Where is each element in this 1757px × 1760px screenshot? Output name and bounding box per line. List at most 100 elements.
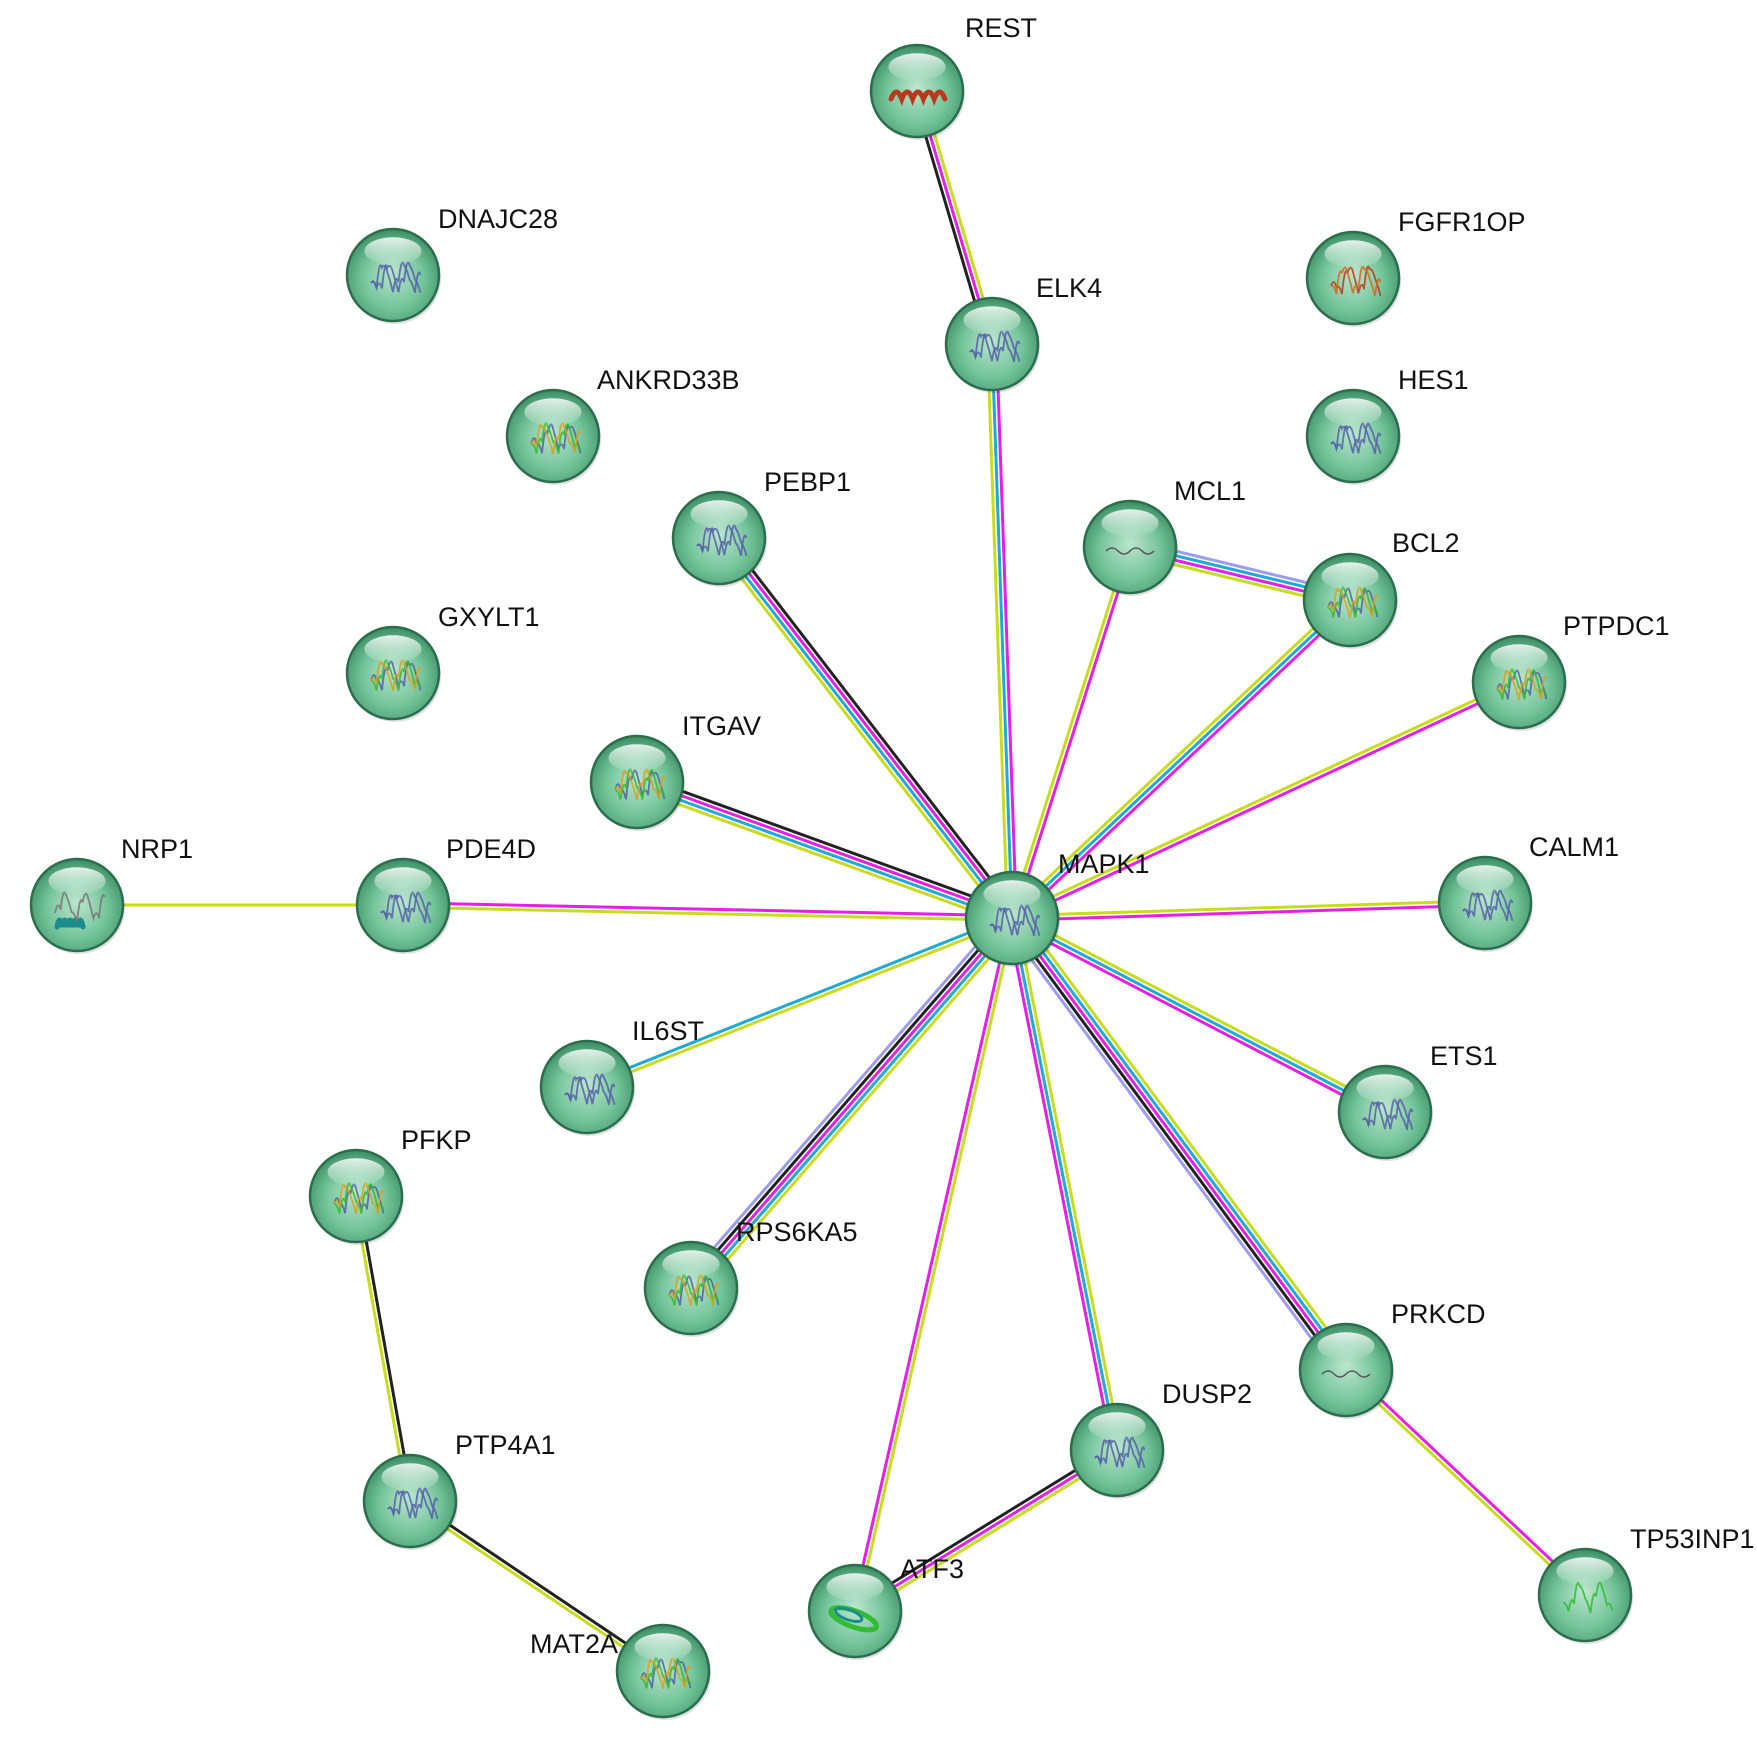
edge-evidence-magenta xyxy=(1013,601,1355,923)
node-label: GXYLT1 xyxy=(438,602,540,632)
node-tp53inp1[interactable]: TP53INP1 xyxy=(1537,1524,1755,1644)
edge-RPS6KA5-MAPK1 xyxy=(682,910,1021,1296)
node-label: FGFR1OP xyxy=(1398,207,1526,237)
structure-trace xyxy=(989,904,1041,937)
edge-evidence-black xyxy=(722,532,1019,916)
node-label: CALM1 xyxy=(1529,832,1619,862)
protein-structure-icon xyxy=(614,768,666,801)
node-nrp1[interactable]: NRP1 xyxy=(29,834,193,954)
node-il6st[interactable]: IL6ST xyxy=(539,1016,704,1136)
structure-trace xyxy=(668,1274,720,1307)
node-calm1[interactable]: CALM1 xyxy=(1437,832,1619,952)
node-itgav[interactable]: ITGAV xyxy=(589,711,761,831)
structure-trace xyxy=(370,659,422,691)
protein-structure-icon xyxy=(640,1657,692,1690)
protein-structure-icon xyxy=(54,891,106,930)
edge-IL6ST-MAPK1 xyxy=(584,914,1015,1091)
node-ptpdc1[interactable]: PTPDC1 xyxy=(1471,611,1670,731)
node-label: BCL2 xyxy=(1392,528,1460,558)
edge-evidence-yellow xyxy=(712,540,1009,924)
node-gloss xyxy=(524,398,582,426)
node-pebp1[interactable]: PEBP1 xyxy=(671,467,851,587)
edge-evidence-black xyxy=(851,1444,1117,1609)
node-ptp4a1[interactable]: PTP4A1 xyxy=(362,1430,556,1550)
protein-structure-icon xyxy=(668,1274,720,1307)
node-gloss xyxy=(608,744,666,772)
node-mcl1[interactable]: MCL1 xyxy=(1082,476,1246,596)
node-ets1[interactable]: ETS1 xyxy=(1337,1041,1498,1161)
edge-evidence-cyan xyxy=(692,919,1017,1293)
node-gxylt1[interactable]: GXYLT1 xyxy=(345,602,540,722)
node-pde4d[interactable]: PDE4D xyxy=(355,834,536,954)
structure-trace xyxy=(380,891,432,924)
protein-structure-icon xyxy=(1462,889,1514,922)
edge-evidence-magenta xyxy=(689,916,1014,1290)
structure-trace xyxy=(380,891,432,924)
edge-PTPDC1-MAPK1 xyxy=(1009,678,1522,922)
structure-trace xyxy=(614,768,666,800)
structure-trace xyxy=(1327,586,1379,619)
node-prkcd[interactable]: PRKCD xyxy=(1298,1299,1486,1419)
node-bcl2[interactable]: BCL2 xyxy=(1302,528,1460,649)
structure-trace xyxy=(1330,422,1382,455)
protein-structure-icon xyxy=(1496,668,1548,701)
protein-structure-icon xyxy=(564,1073,616,1106)
node-gloss xyxy=(983,880,1041,908)
node-rest[interactable]: REST xyxy=(869,13,1037,140)
protein-structure-icon xyxy=(696,524,748,557)
protein-structure-icon xyxy=(989,904,1041,937)
node-label: ATF3 xyxy=(900,1554,964,1584)
node-fgfr1op[interactable]: FGFR1OP xyxy=(1305,207,1526,327)
node-atf3[interactable]: ATF3 xyxy=(807,1554,964,1660)
edge-evidence-yellow xyxy=(1010,899,1487,918)
edge-evidence-magenta xyxy=(1010,903,1487,922)
structure-helix xyxy=(54,917,86,930)
structure-trace xyxy=(1496,668,1548,701)
edge-evidence-black xyxy=(1006,919,1344,1375)
structure-trace xyxy=(530,422,582,454)
edge-evidence-yellow xyxy=(1007,595,1349,917)
structure-trace xyxy=(969,330,1021,363)
node-mat2a[interactable]: MAT2A xyxy=(530,1623,711,1720)
edge-evidence-yellow xyxy=(1008,544,1130,919)
node-pfkp[interactable]: PFKP xyxy=(308,1125,472,1245)
structure-trace xyxy=(989,904,1041,937)
node-label: PRKCD xyxy=(1391,1299,1486,1329)
node-dnajc28[interactable]: DNAJC28 xyxy=(345,204,558,324)
node-ankrd33b[interactable]: ANKRD33B xyxy=(505,365,740,485)
edge-evidence-yellow xyxy=(352,1194,410,1503)
structure-trace xyxy=(387,1487,439,1520)
node-hes1[interactable]: HES1 xyxy=(1305,365,1469,485)
node-label: TP53INP1 xyxy=(1630,1524,1755,1554)
node-gloss xyxy=(1356,1074,1414,1102)
structure-trace xyxy=(1362,1098,1414,1131)
protein-structure-icon xyxy=(370,659,422,692)
node-elk4[interactable]: ELK4 xyxy=(944,273,1102,393)
structure-trace xyxy=(640,1657,692,1690)
node-mapk1[interactable]: MAPK1 xyxy=(964,849,1150,967)
edge-PFKP-PTP4A1 xyxy=(352,1194,414,1503)
edge-ETS1-MAPK1 xyxy=(1008,912,1389,1118)
structure-trace xyxy=(1327,586,1379,618)
edge-evidence-yellow xyxy=(986,342,1010,920)
edge-evidence-lavender xyxy=(1003,921,1341,1377)
node-gloss xyxy=(374,867,432,895)
node-label: REST xyxy=(965,13,1037,43)
protein-structure-icon xyxy=(1321,1370,1371,1378)
edges-layer xyxy=(75,88,1589,1675)
node-rps6ka5[interactable]: RPS6KA5 xyxy=(643,1217,858,1337)
node-dusp2[interactable]: DUSP2 xyxy=(1069,1379,1252,1499)
edge-evidence-yellow xyxy=(407,1501,664,1675)
node-gloss xyxy=(364,237,422,265)
edge-evidence-cyan xyxy=(584,914,1013,1087)
edge-evidence-lavender xyxy=(682,910,1007,1284)
protein-structure-icon xyxy=(1105,547,1155,555)
protein-structure-icon xyxy=(370,261,422,294)
node-gloss xyxy=(327,1158,385,1186)
protein-structure-icon xyxy=(380,891,432,924)
edge-evidence-yellow xyxy=(586,918,1015,1091)
node-gloss xyxy=(690,500,748,528)
edge-evidence-cyan xyxy=(990,342,1014,920)
